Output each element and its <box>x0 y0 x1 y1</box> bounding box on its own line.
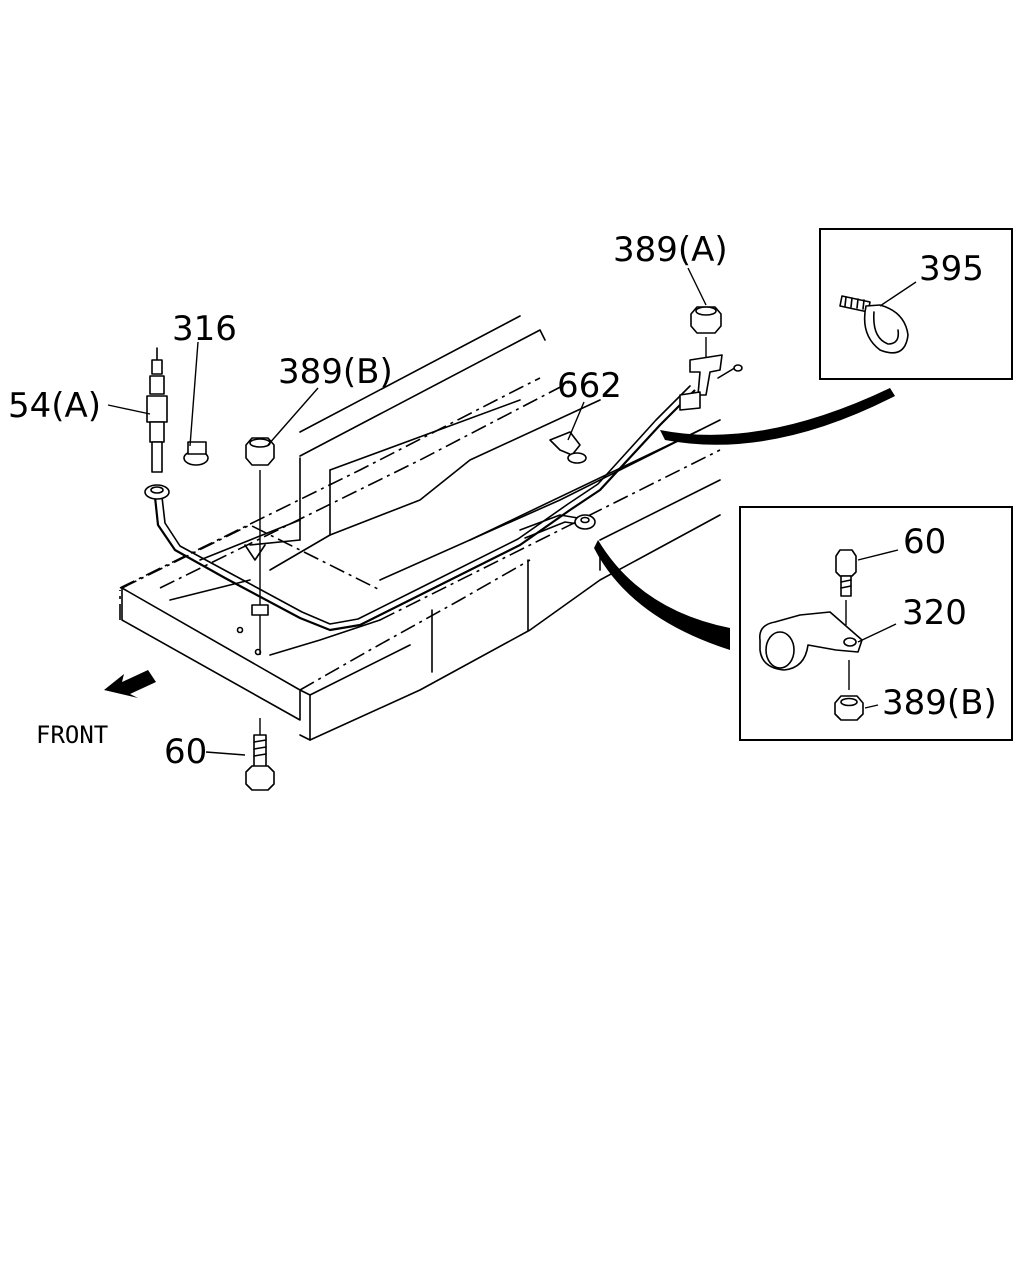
nut-part-389b-inset <box>834 660 864 721</box>
bracket-part-320 <box>758 611 863 671</box>
speedometer-cable <box>153 385 696 632</box>
callout-320: 320 <box>902 593 967 633</box>
inset-pointer-lower <box>594 540 730 650</box>
nut-part-389a <box>679 306 743 411</box>
front-arrow-icon <box>104 670 156 698</box>
callout-60-inset: 60 <box>903 522 946 562</box>
chassis-frame <box>119 315 721 741</box>
callout-389b-main: 389(B) <box>278 352 393 392</box>
callout-316: 316 <box>172 309 237 349</box>
inset-box-395 <box>819 228 1013 380</box>
callout-54a: 54(A) <box>8 386 101 426</box>
sensor-part-54a <box>144 347 170 500</box>
leader-lines <box>107 267 917 756</box>
nut-part-389b-main <box>245 437 275 655</box>
callout-662: 662 <box>557 366 622 406</box>
clamp-part-316 <box>183 441 209 466</box>
cable-tie-part-395 <box>839 295 909 354</box>
bolt-part-60-bottom <box>245 718 275 791</box>
bracket-mount-point <box>574 514 596 530</box>
callout-389b-inset: 389(B) <box>882 683 997 723</box>
inset-pointer-upper <box>660 388 895 445</box>
callout-389a: 389(A) <box>613 230 728 270</box>
callout-395: 395 <box>919 249 984 289</box>
bolt-part-60-inset <box>835 549 857 625</box>
callout-60-bottom: 60 <box>164 732 207 772</box>
clip-part-662 <box>549 431 587 464</box>
inset-box-bracket <box>739 506 1013 741</box>
front-label: FRONT <box>36 721 108 749</box>
